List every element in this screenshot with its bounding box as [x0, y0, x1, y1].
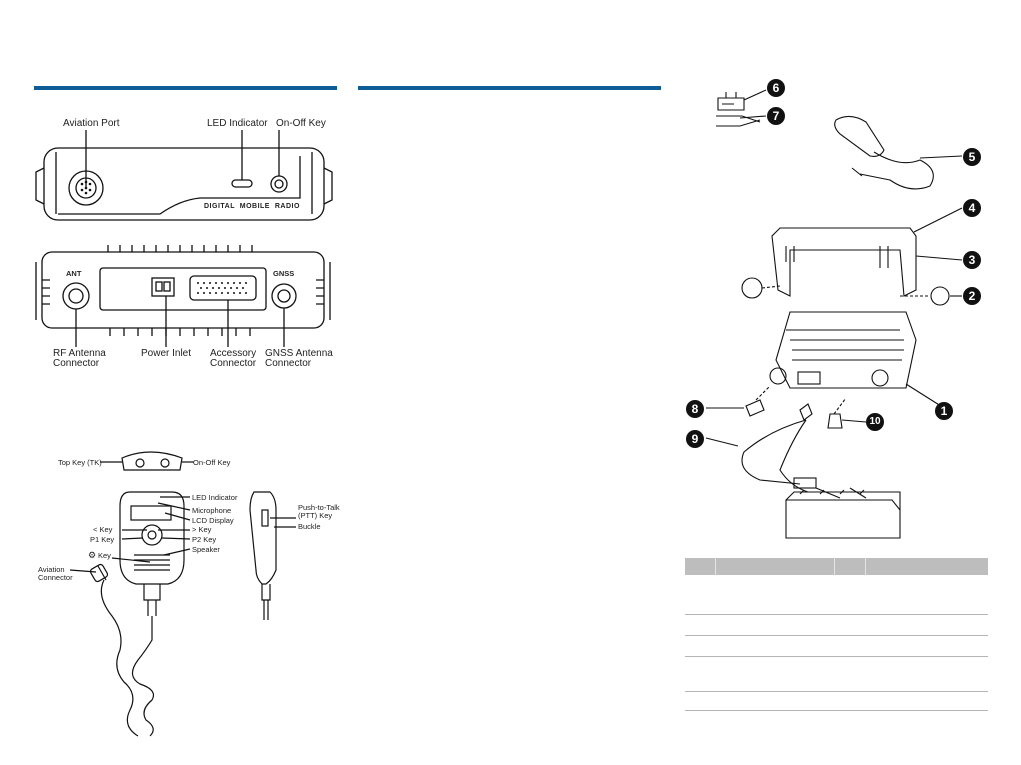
label-top-key: Top Key (TK): [58, 458, 102, 467]
label-mic-left-key: < Key: [93, 525, 113, 534]
callout-7: 7: [767, 107, 785, 125]
label-mic-gear-key: Key: [98, 551, 111, 560]
label-mic-lcd-display: LCD Display: [192, 516, 234, 525]
panel-text-ant: ANT: [66, 269, 82, 278]
label-mic-p2-key: P2 Key: [192, 535, 217, 544]
table-header-cell: [834, 558, 867, 575]
label-rf-antenna-connector: RF Antenna Connector: [53, 348, 106, 369]
label-accessory-connector: Accessory Connector: [210, 348, 257, 369]
left-section-header-bar: [34, 86, 337, 90]
table-header-row: [685, 558, 988, 575]
table-header-cell: [715, 558, 836, 575]
callout-4: 4: [963, 199, 981, 217]
callout-3: 3: [963, 251, 981, 269]
table-row: [685, 656, 988, 692]
panel-text-gnss: GNSS: [273, 269, 295, 278]
callout-6: 6: [767, 79, 785, 97]
label-mic-speaker: Speaker: [192, 545, 220, 554]
callout-8: 8: [686, 400, 704, 418]
parts-table: [685, 558, 988, 711]
label-mic-p1-key: P1 Key: [90, 535, 115, 544]
middle-section-header-bar: [358, 86, 661, 90]
label-mic-buckle: Buckle: [298, 522, 321, 531]
table-row: [685, 575, 988, 615]
label-aviation-port: Aviation Port: [63, 118, 120, 129]
label-mic-led-indicator: LED Indicator: [192, 493, 238, 502]
panel-text-digital-mobile-radio: DIGITAL MOBILE RADIO: [204, 203, 300, 210]
table-header-cell: [865, 558, 988, 575]
label-mic-microphone: Microphone: [192, 506, 232, 515]
callout-5: 5: [963, 148, 981, 166]
label-power-inlet: Power Inlet: [141, 348, 192, 359]
label-led-indicator: LED Indicator: [207, 118, 268, 129]
callout-9: 9: [686, 430, 704, 448]
label-mic-right-key: > Key: [192, 525, 212, 534]
label-mic-ptt-key: Push-to-Talk (PTT) Key: [298, 503, 340, 520]
callout-10: 10: [866, 413, 884, 431]
label-gnss-antenna-connector: GNSS Antenna Connector: [265, 348, 333, 369]
callout-2: 2: [963, 287, 981, 305]
callout-1: 1: [935, 402, 953, 420]
table-row: [685, 635, 988, 657]
table-header-cell: [685, 558, 716, 575]
table-row: [685, 614, 988, 636]
gear-icon: ⚙: [88, 550, 97, 560]
table-row: [685, 691, 988, 711]
label-mic-aviation-connector: Aviation Connector: [38, 565, 73, 582]
label-mic-on-off-key: On-Off Key: [193, 458, 231, 467]
label-on-off-key: On-Off Key: [276, 118, 326, 129]
